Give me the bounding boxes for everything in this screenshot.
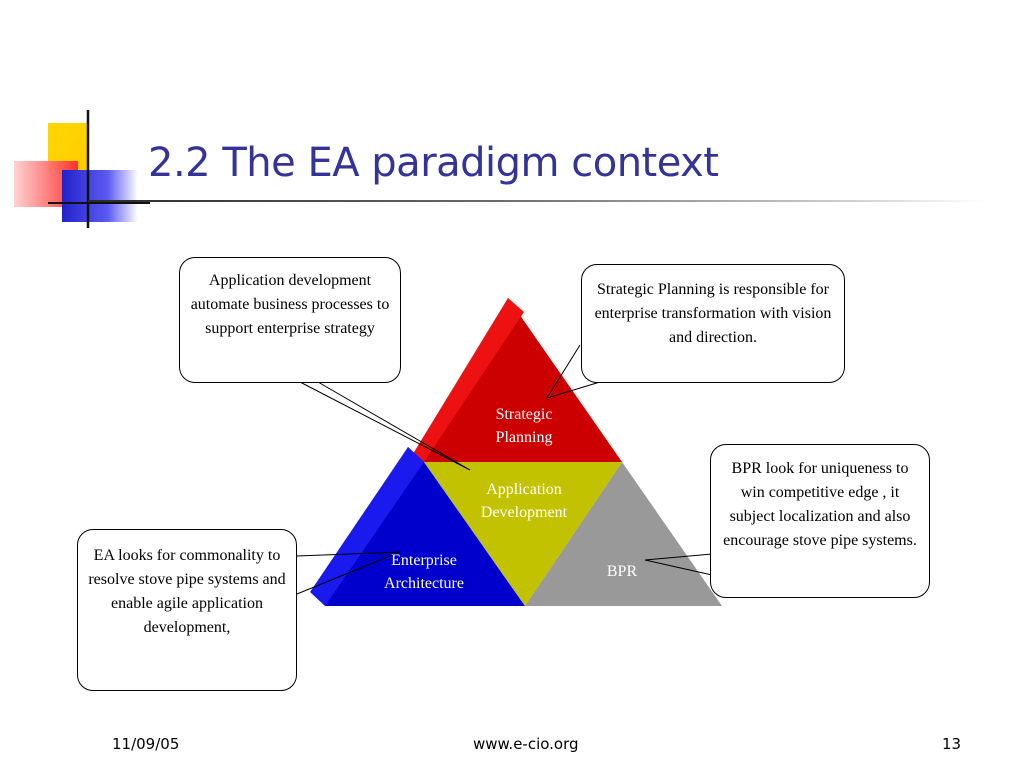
strategic-planning-segment (424, 298, 622, 462)
bpr-label: BPR (606, 563, 638, 580)
application-development-segment (424, 462, 622, 606)
bpr-segment (525, 462, 722, 606)
bpr-pointer (644, 553, 713, 576)
corner-decoration (14, 110, 150, 228)
footer-date: 11/09/05 (112, 735, 180, 753)
callout-bpr: BPR look for uniqueness to win competiti… (710, 444, 930, 598)
strategic-pointer (545, 344, 601, 399)
strategic-planning-bevel (408, 298, 524, 462)
appdev-pointer (299, 381, 471, 471)
footer-page-number: 13 (942, 735, 962, 753)
enterprise-architecture-label: Enterprise Architecture (384, 552, 464, 592)
application-development-label: Application Development (480, 481, 568, 521)
slide-title: 2.2 The EA paradigm context (148, 140, 719, 186)
strategic-planning-label: Strategic Planning (495, 406, 553, 446)
enterprise-architecture-segment (325, 447, 525, 606)
title-underline (88, 200, 988, 202)
callout-application-development: Application development automate busines… (179, 257, 401, 383)
deco-blue-square (62, 170, 138, 222)
enterprise-architecture-bevel (310, 447, 424, 606)
ea-pointer (296, 551, 401, 595)
footer-url[interactable]: www.e-cio.org (473, 735, 579, 753)
callout-enterprise-architecture: EA looks for commonality to resolve stov… (77, 529, 297, 691)
callout-strategic-planning: Strategic Planning is responsible for en… (581, 264, 845, 383)
